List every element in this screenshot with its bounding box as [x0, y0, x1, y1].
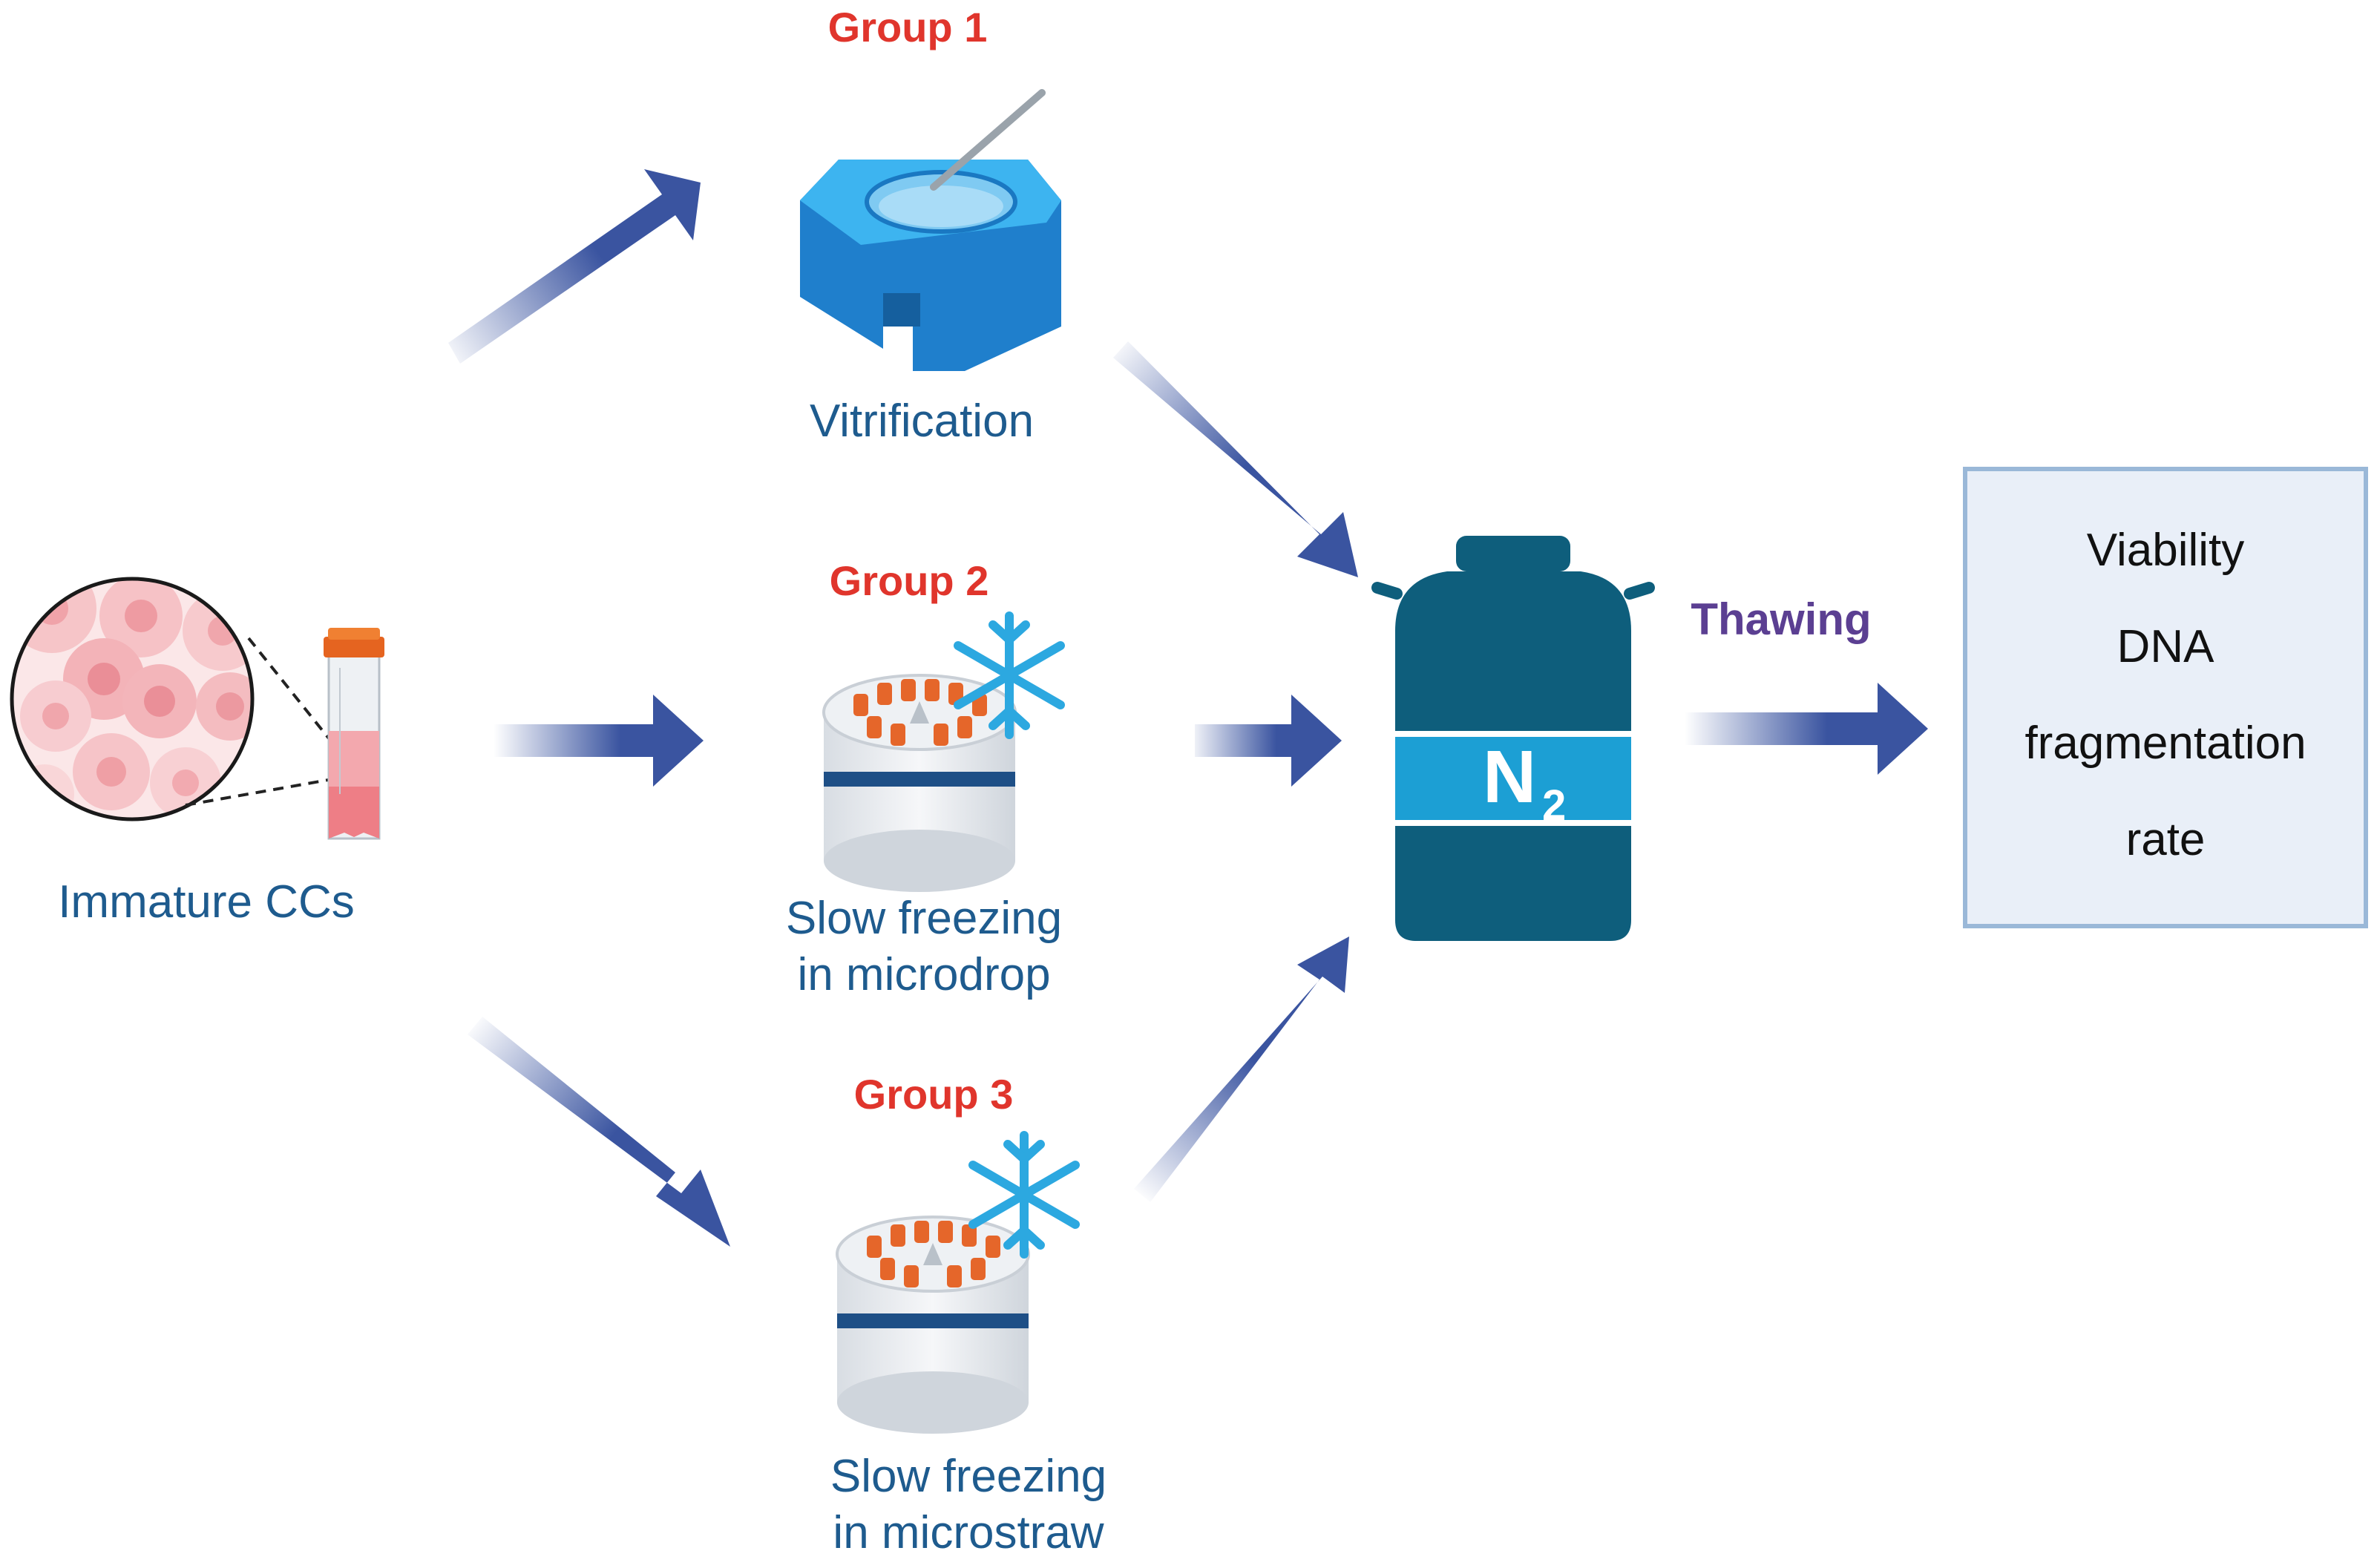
nitrogen-dewar-icon — [1371, 536, 1655, 941]
cell-magnifier — [10, 577, 339, 821]
result-viability: Viability — [2086, 525, 2245, 576]
result-fragmentation: fragmentation — [2024, 718, 2306, 769]
group2-method-line1: Slow freezing — [785, 893, 1063, 944]
group2-method-line2: in microdrop — [797, 949, 1051, 1000]
arrow-source-to-group1 — [448, 169, 701, 364]
source-label: Immature CCs — [58, 876, 355, 928]
arrow-source-to-group2 — [494, 695, 704, 787]
group1-title: Group 1 — [827, 4, 988, 50]
arrow-thawing — [1685, 683, 1928, 775]
result-rate: rate — [2125, 814, 2206, 865]
arrow-group3-to-storage — [1134, 936, 1349, 1202]
group3-method-line1: Slow freezing — [830, 1451, 1107, 1502]
group1-method-label: Vitrification — [809, 396, 1035, 447]
canister-microdrop-icon — [822, 674, 1017, 892]
arrow-group1-to-storage — [1113, 341, 1358, 577]
group3-title: Group 3 — [853, 1071, 1014, 1118]
dewar-subscript: 2 — [1542, 781, 1567, 830]
arrow-group2-to-storage — [1195, 695, 1342, 787]
snowflake-icon-group3 — [968, 1131, 1080, 1259]
vitrification-device-icon — [800, 89, 1061, 371]
canister-microstraw-icon — [836, 1216, 1030, 1434]
result-dna: DNA — [2117, 621, 2214, 672]
tube-icon — [324, 628, 384, 840]
thawing-label: Thawing — [1691, 594, 1872, 644]
result-box — [1963, 467, 2368, 928]
snowflake-icon-group2 — [954, 611, 1065, 739]
group3-method-line2: in microstraw — [833, 1507, 1104, 1558]
dewar-symbol: N — [1483, 735, 1537, 819]
arrow-source-to-group3 — [468, 1017, 730, 1247]
group2-title: Group 2 — [829, 557, 989, 604]
